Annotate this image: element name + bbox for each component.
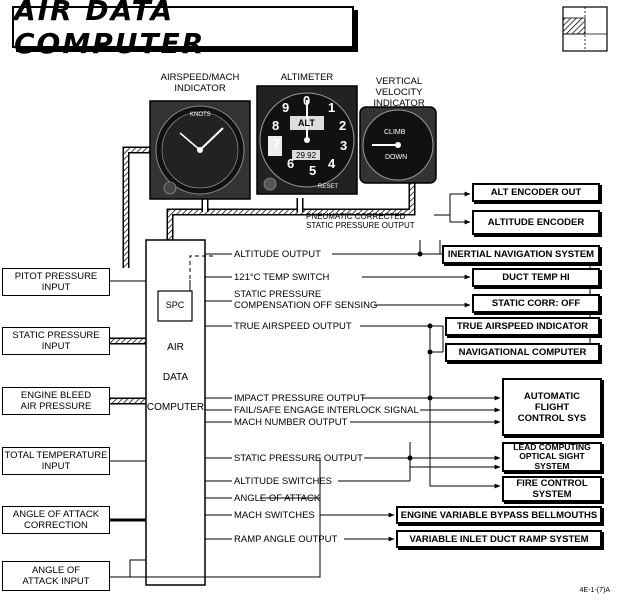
airspeed-label: AIRSPEED/MACH INDICATOR (160, 72, 240, 94)
junction-dots (407, 251, 433, 461)
dest-fire-control: FIRE CONTROL SYSTEM (502, 476, 602, 502)
spc-label: SPC (165, 300, 185, 310)
airspeed-knots-text: KNOTS (190, 112, 211, 118)
vvi-climb-text: CLIMB (384, 129, 406, 136)
output-altitude-switches: ALTITUDE SWITCHES (234, 476, 332, 487)
alt-digit-6: 6 (287, 156, 295, 171)
computer-label-computer: COMPUTER (146, 402, 205, 413)
output-mach-switches: MACH SWITCHES (234, 510, 315, 521)
diagram-title: AIR DATA COMPUTER (14, 0, 206, 60)
alt-baro-text: 29.92 (296, 151, 317, 160)
dest-automatic-flight-control: AUTOMATIC FLIGHT CONTROL SYS (502, 378, 602, 436)
input-static-pressure: STATIC PRESSURE INPUT (2, 327, 110, 355)
dest-static-corr-off: STATIC CORR: OFF (472, 294, 600, 313)
pneumatic-label: PNEUMATIC CORRECTED STATIC PRESSURE OUTP… (306, 212, 415, 230)
vvi-graphic (359, 106, 437, 184)
alt-digit-8: 8 (272, 118, 280, 133)
computer-box-outline (145, 239, 206, 586)
airspeed-indicator-graphic (149, 100, 251, 200)
output-true-airspeed: TRUE AIRSPEED OUTPUT (234, 321, 352, 332)
computer-label-air: AIR (167, 342, 184, 353)
alt-digit-2: 2 (339, 118, 347, 133)
altimeter-label: ALTIMETER (280, 72, 334, 83)
alt-window-text: ALT (298, 118, 315, 128)
alt-digit-9: 9 (282, 100, 290, 115)
output-ramp-angle: RAMP ANGLE OUTPUT (234, 534, 338, 545)
altimeter-graphic (256, 85, 358, 195)
vvi-label: VERTICAL VELOCITY INDICATOR (373, 76, 425, 109)
footnote: 4E-1-(7)A (579, 587, 610, 594)
input-engine-bleed: ENGINE BLEED AIR PRESSURE (2, 387, 110, 415)
dest-altitude-encoder: ALTITUDE ENCODER (472, 210, 600, 235)
dest-true-airspeed-indicator: TRUE AIRSPEED INDICATOR (445, 317, 600, 336)
dest-navigational-computer: NAVIGATIONAL COMPUTER (445, 343, 600, 362)
output-fail-safe: FAIL/SAFE ENGAGE INTERLOCK SIGNAL (234, 405, 419, 416)
input-aoa-correction: ANGLE OF ATTACK CORRECTION (2, 506, 110, 534)
dest-inlet-duct-ramp: VARIABLE INLET DUCT RAMP SYSTEM (396, 530, 602, 548)
output-impact-pressure: IMPACT PRESSURE OUTPUT (234, 393, 366, 404)
output-angle-of-attack: ANGLE OF ATTACK (234, 493, 321, 504)
dest-engine-bypass: ENGINE VARIABLE BYPASS BELLMOUTHS (396, 506, 602, 524)
alt-digit-0: 0 (303, 93, 311, 108)
output-mach-number: MACH NUMBER OUTPUT (234, 417, 348, 428)
alt-digit-7: 7 (273, 136, 281, 151)
pneumatic-tubes (108, 146, 416, 405)
spc-box (157, 290, 193, 322)
vvi-down-text: DOWN (385, 154, 408, 161)
alt-digit-3: 3 (340, 138, 348, 153)
index-icon (562, 6, 608, 52)
aoa-input-line (110, 559, 146, 578)
input-pitot-pressure: PITOT PRESSURE INPUT (2, 268, 110, 296)
output-temp-switch: 121°C TEMP SWITCH (234, 272, 330, 283)
dest-alt-encoder-out: ALT ENCODER OUT (472, 183, 600, 202)
input-angle-of-attack: ANGLE OF ATTACK INPUT (2, 561, 110, 591)
alt-digit-5: 5 (309, 163, 317, 178)
computer-label-data: DATA (162, 372, 189, 383)
output-static-comp: STATIC PRESSURE COMPENSATION OFF SENSING (234, 289, 378, 311)
dest-inertial-navigation: INERTIAL NAVIGATION SYSTEM (442, 245, 600, 264)
alt-digit-4: 4 (328, 156, 336, 171)
output-altitude: ALTITUDE OUTPUT (234, 249, 321, 260)
dest-lead-computing-sight: LEAD COMPUTING OPTICAL SIGHT SYSTEM (502, 442, 602, 472)
alt-reset-text: RESET (318, 184, 339, 190)
input-total-temperature: TOTAL TEMPERATURE INPUT (2, 447, 110, 475)
title-box: AIR DATA COMPUTER (12, 0, 354, 60)
alt-digit-1: 1 (328, 100, 336, 115)
output-static-pressure: STATIC PRESSURE OUTPUT (234, 453, 363, 464)
dest-duct-temp-hi: DUCT TEMP HI (472, 268, 600, 287)
